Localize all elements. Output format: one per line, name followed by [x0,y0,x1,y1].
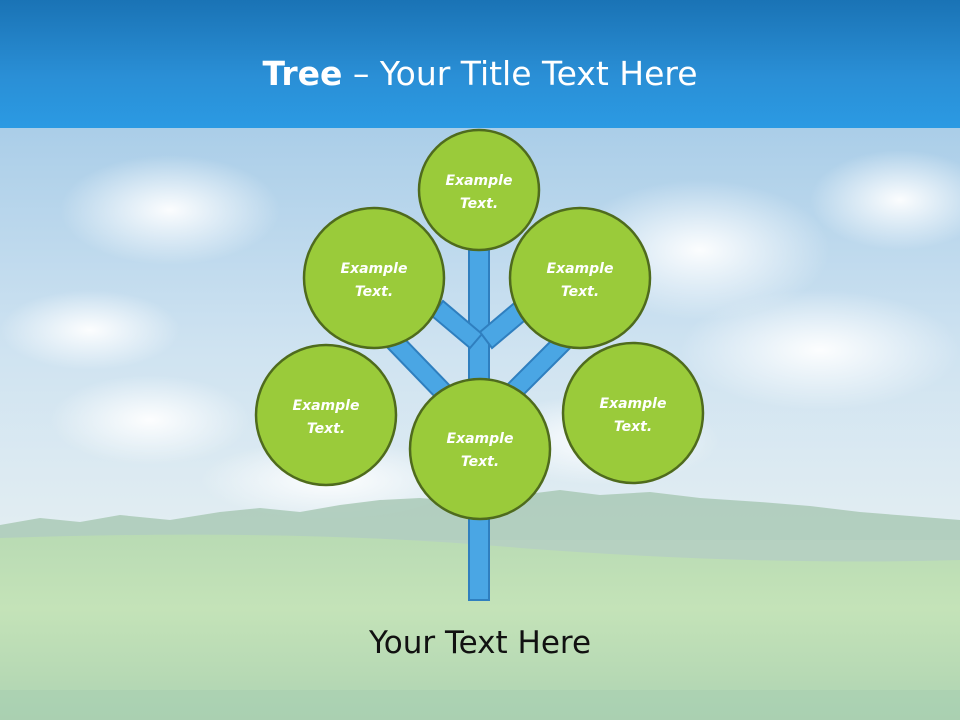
node-label-line2: Text. [461,454,499,470]
tree-node-lower-left[interactable]: Example Text. [254,343,398,487]
node-label-line1: Example [446,173,513,189]
node-label-line1: Example [547,261,614,277]
title-separator: – [352,54,370,93]
node-label-line2: Text. [614,419,652,435]
tree-node-center[interactable]: Example Text. [408,377,552,521]
node-label-line2: Text. [355,284,393,300]
title-bold-word: Tree [262,54,343,93]
node-label-line1: Example [600,396,667,412]
node-label-line2: Text. [460,196,498,212]
tree-node-upper-right[interactable]: Example Text. [508,206,652,350]
title-bar [0,0,960,128]
tree-node-upper-left[interactable]: Example Text. [302,206,446,350]
grass-field [0,534,960,720]
slide-title[interactable]: Tree – Your Title Text Here [0,52,960,96]
node-label-line2: Text. [561,284,599,300]
node-label-line1: Example [293,398,360,414]
caption-text[interactable]: Your Text Here [368,625,592,661]
node-label-line1: Example [447,431,514,447]
node-label-line2: Text. [307,421,345,437]
tree-node-top[interactable]: Example Text. [417,128,541,252]
tree-node-lower-right[interactable]: Example Text. [561,341,705,485]
node-label-line1: Example [341,261,408,277]
title-rest: Your Title Text Here [379,54,698,93]
